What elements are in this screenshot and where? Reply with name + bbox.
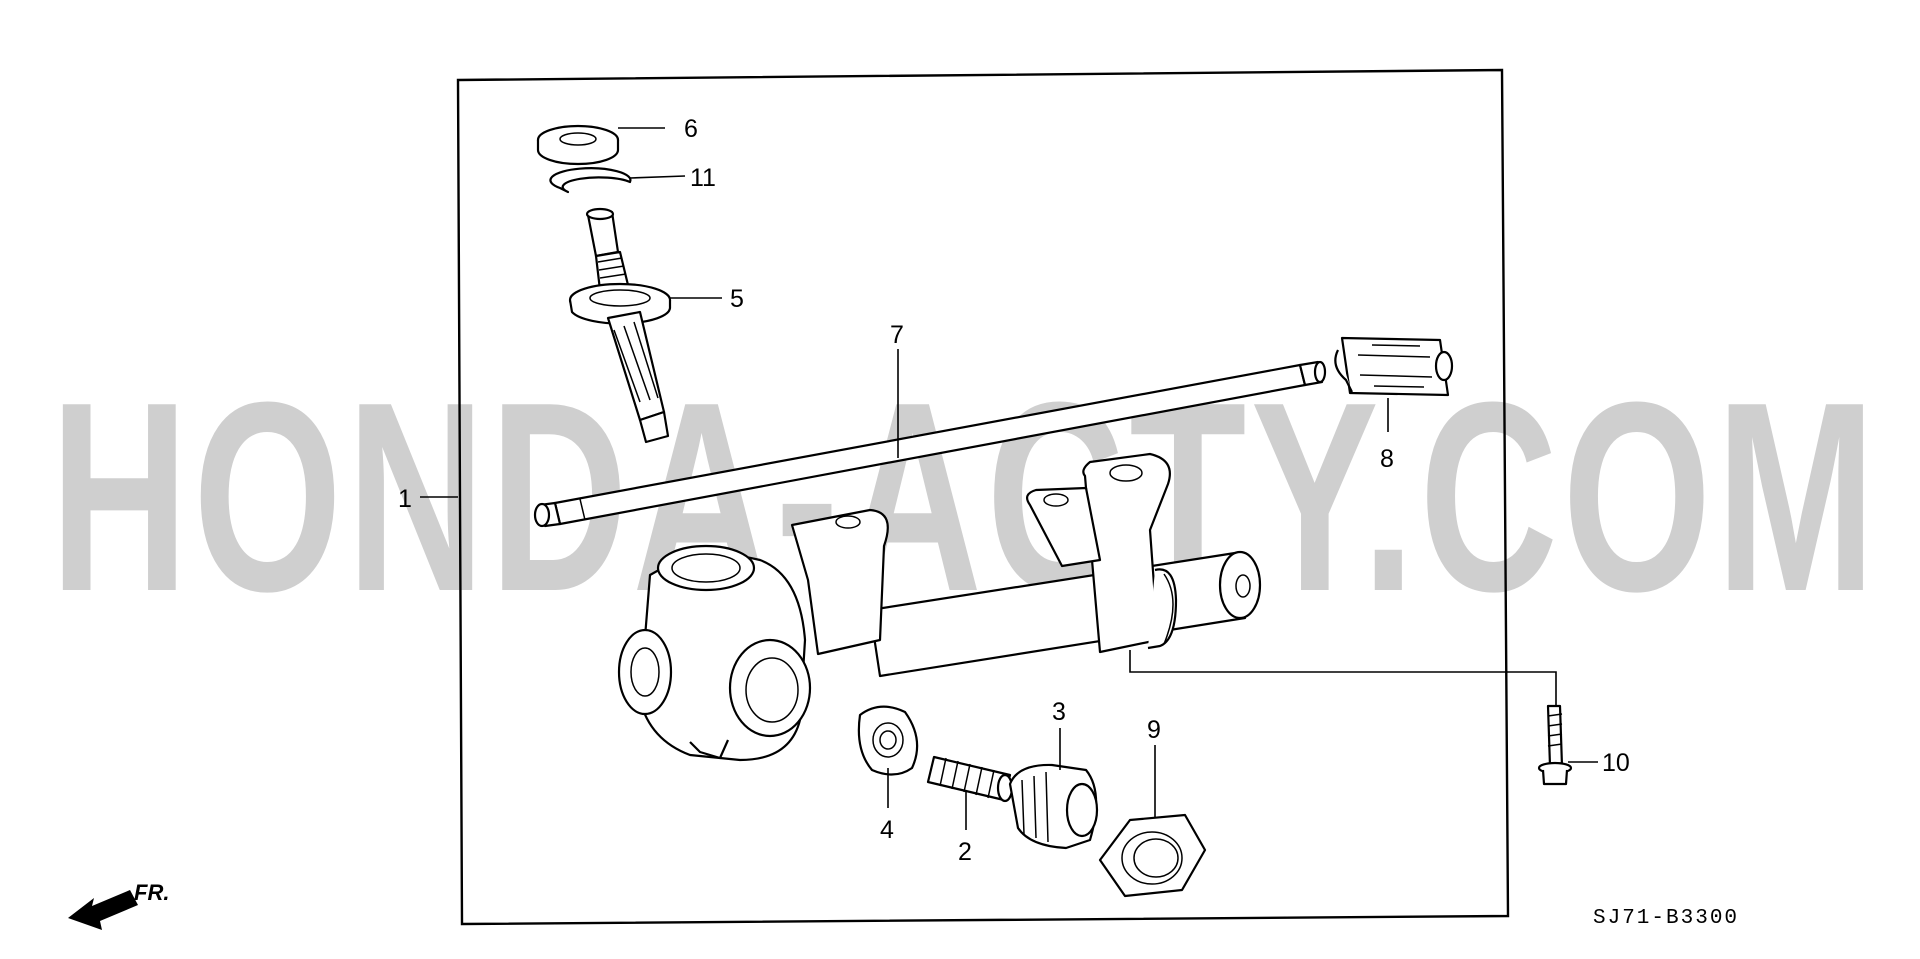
callout-2: 2 <box>958 838 972 866</box>
callout-10: 10 <box>1602 749 1630 777</box>
part-snap-ring <box>549 167 632 194</box>
callout-9: 9 <box>1147 716 1161 744</box>
callout-5: 5 <box>730 285 744 313</box>
callout-4: 4 <box>880 816 894 844</box>
part-flange-bolt <box>1537 704 1573 786</box>
callout-11: 11 <box>690 164 716 192</box>
callout-6: 6 <box>684 115 698 143</box>
part-rack-bushing <box>1334 336 1454 397</box>
callout-7: 7 <box>890 321 904 349</box>
part-lock-nut <box>1098 813 1207 898</box>
callout-3: 3 <box>1052 698 1066 726</box>
assembly-frame <box>456 68 1510 926</box>
part-pinion-shaft <box>568 207 672 444</box>
direction-label: FR. <box>134 880 169 905</box>
part-oil-seal <box>536 124 620 166</box>
part-rack-guide <box>857 705 919 776</box>
part-rack-guide-screw <box>1008 763 1099 850</box>
leader-lines <box>420 127 1598 830</box>
callout-8: 8 <box>1380 445 1394 473</box>
part-gear-box-housing <box>617 452 1262 762</box>
callout-1: 1 <box>398 485 412 513</box>
part-rack <box>533 360 1327 528</box>
part-spring <box>926 755 1014 803</box>
front-direction-arrow-icon <box>68 890 138 930</box>
diagram-code: SJ71-B3300 <box>1593 907 1739 930</box>
